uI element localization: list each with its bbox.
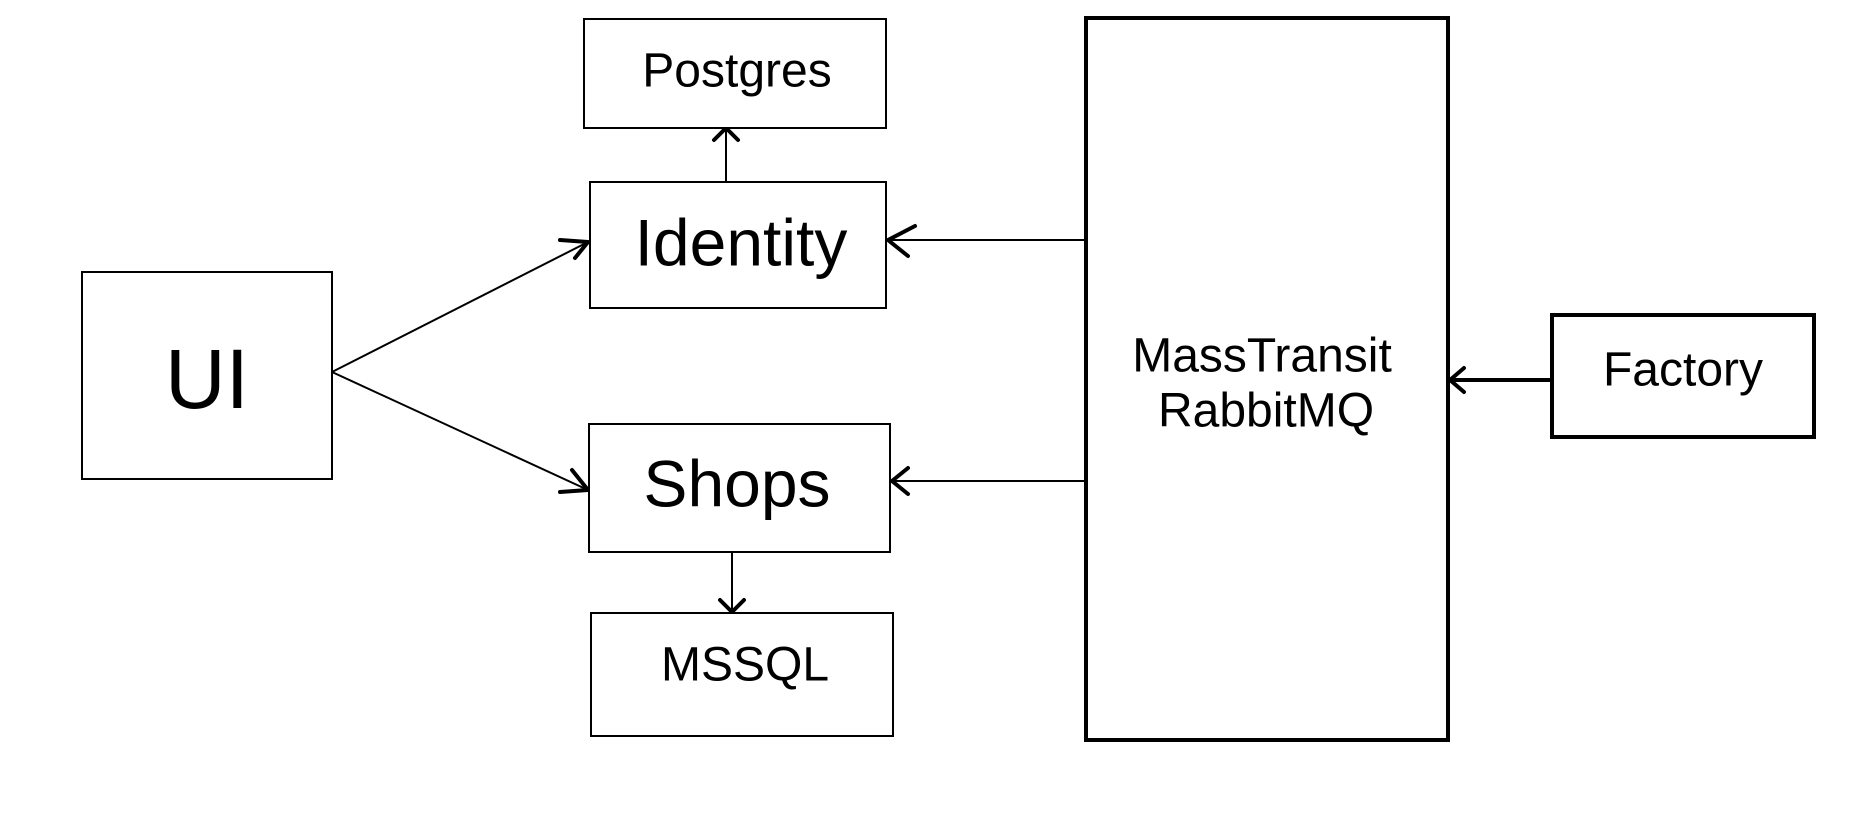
node-factory-label: Factory	[1603, 344, 1763, 397]
edge-shops-to-mssql	[718, 552, 746, 614]
node-message-broker: MassTransit RabbitMQ	[1084, 16, 1450, 742]
edge-ui-to-shops	[331, 371, 590, 494]
node-broker-label-line2: RabbitMQ	[1158, 385, 1374, 438]
node-postgres: Postgres	[583, 18, 887, 129]
node-identity: Identity	[589, 181, 887, 309]
edge-broker-to-identity	[886, 224, 1086, 258]
node-ui-label: UI	[165, 332, 249, 426]
edge-broker-to-shops	[890, 466, 1086, 496]
edge-factory-to-broker	[1448, 366, 1552, 394]
node-postgres-label: Postgres	[642, 45, 831, 98]
node-broker-label-line1: MassTransit	[1132, 330, 1392, 383]
node-shops: Shops	[588, 423, 891, 553]
node-ui: UI	[81, 271, 333, 480]
edge-identity-to-postgres	[712, 126, 740, 181]
node-identity-label: Identity	[635, 205, 848, 279]
node-shops-label: Shops	[643, 446, 830, 520]
node-mssql: MSSQL	[590, 612, 894, 737]
node-mssql-label: MSSQL	[661, 639, 829, 692]
node-factory: Factory	[1550, 313, 1816, 439]
edge-ui-to-identity	[331, 238, 590, 373]
